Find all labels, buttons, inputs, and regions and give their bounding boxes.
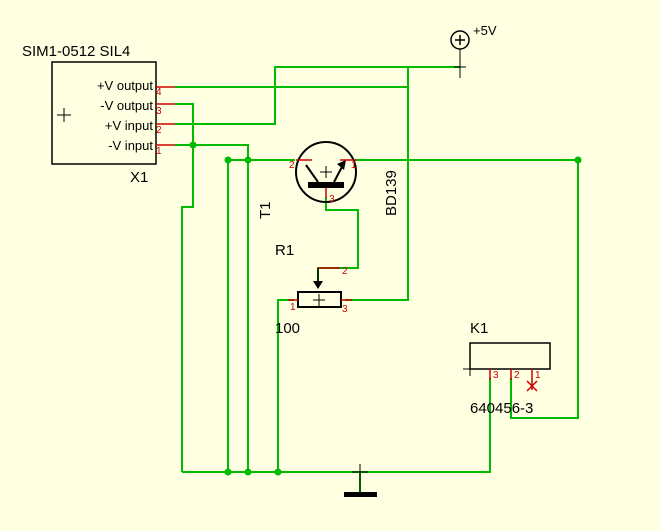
junction-dot bbox=[244, 468, 252, 476]
x1-pin-leads bbox=[156, 86, 175, 146]
transistor-base-bar bbox=[308, 182, 344, 188]
junction-dots bbox=[189, 141, 582, 476]
r1-pin-number: 2 bbox=[342, 266, 348, 277]
t1-pin-number: 1 bbox=[351, 160, 357, 171]
junction-dot bbox=[224, 468, 232, 476]
k1-pin-number: 3 bbox=[493, 370, 499, 381]
r1-ref-label: R1 bbox=[275, 242, 294, 259]
x1-pin-name: +V input bbox=[105, 118, 153, 133]
component-x1[interactable]: SIM1-0512 SIL4 +V output -V output +V in… bbox=[22, 43, 175, 186]
plus-icon bbox=[455, 35, 465, 45]
t1-value-label: BD139 bbox=[383, 170, 400, 216]
wires bbox=[175, 66, 579, 494]
wire-x1-neg-in[interactable] bbox=[175, 144, 249, 472]
origin-marker-icon bbox=[313, 294, 325, 306]
component-t1[interactable]: 2 1 3 T1 BD139 bbox=[257, 141, 400, 219]
k1-pin-number: 2 bbox=[514, 370, 520, 381]
junction-dot bbox=[244, 156, 252, 164]
wire-x1-neg-out[interactable] bbox=[175, 103, 194, 472]
x1-pin-number: 3 bbox=[156, 106, 162, 117]
power-label: +5V bbox=[473, 23, 497, 38]
connector-body bbox=[469, 342, 551, 370]
ground-symbol[interactable] bbox=[344, 464, 377, 497]
k1-value-label: 640456-3 bbox=[470, 400, 533, 417]
unconnected-pin-icon bbox=[526, 380, 538, 392]
power-supply-5v[interactable]: +5V bbox=[450, 23, 497, 78]
k1-ref-label: K1 bbox=[470, 320, 488, 337]
r1-pin-number: 3 bbox=[342, 304, 348, 315]
wire-t1-collector[interactable] bbox=[355, 159, 579, 419]
junction-dot bbox=[574, 156, 582, 164]
wire-x1-pos-in[interactable] bbox=[175, 66, 460, 125]
t1-ref-label: T1 bbox=[257, 201, 274, 219]
transistor-body bbox=[295, 141, 357, 203]
component-r1[interactable]: R1 2 1 3 100 bbox=[275, 242, 352, 337]
r1-pin-number: 1 bbox=[290, 302, 296, 313]
k1-pin-number: 1 bbox=[535, 370, 541, 381]
ground-icon bbox=[344, 492, 377, 497]
origin-marker-icon bbox=[463, 362, 477, 376]
wire-t1-emitter[interactable] bbox=[317, 197, 359, 283]
component-k1[interactable]: K1 3 2 1 640456-3 bbox=[463, 320, 551, 417]
x1-part-label: SIM1-0512 SIL4 bbox=[22, 43, 130, 60]
junction-dot bbox=[189, 141, 197, 149]
emitter-arrow-icon bbox=[337, 160, 346, 170]
junction-dot bbox=[224, 156, 232, 164]
x1-ref-label: X1 bbox=[130, 169, 148, 186]
x1-pin-name: -V input bbox=[108, 138, 153, 153]
x1-pin-number: 2 bbox=[156, 125, 162, 136]
t1-pin-number: 3 bbox=[329, 194, 335, 205]
x1-pin-name: -V output bbox=[100, 98, 153, 113]
wire-5v-to-r1-pin3[interactable] bbox=[345, 66, 460, 301]
r1-value-label: 100 bbox=[275, 320, 300, 337]
origin-marker-icon bbox=[320, 166, 332, 178]
x1-pin-number: 1 bbox=[156, 146, 162, 157]
t1-pin-number: 2 bbox=[289, 160, 295, 171]
origin-marker-icon bbox=[57, 108, 71, 122]
wire-ground-bus[interactable] bbox=[182, 378, 491, 473]
x1-pin-name: +V output bbox=[97, 78, 153, 93]
x1-body bbox=[51, 61, 157, 165]
junction-dot bbox=[274, 468, 282, 476]
x1-pin-number: 4 bbox=[156, 87, 162, 98]
